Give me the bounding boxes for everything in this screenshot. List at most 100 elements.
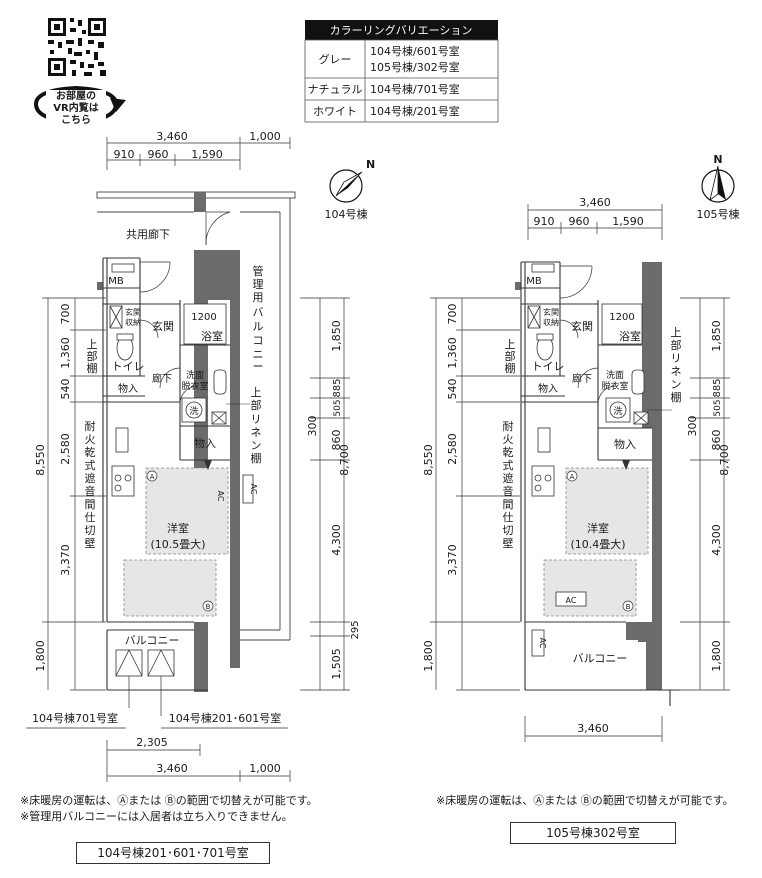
plan-104-label-washroom-2: 脱衣室 <box>181 380 208 392</box>
svg-text:バ: バ <box>253 306 264 319</box>
plan-104-label-upper-shelf-1: 上 <box>87 338 98 351</box>
plan-105-label-unitbath-size: 1200 <box>609 312 634 323</box>
plan-105-label-hallway: 廊下 <box>572 372 592 385</box>
plan-105-floor-heating <box>543 460 649 617</box>
qr-code[interactable] <box>48 18 106 76</box>
plan-104-dim-right-300: 300 <box>306 416 319 437</box>
plan-104-dim-top-part1: 910 <box>114 148 135 161</box>
plan-104-label-bath: 浴室 <box>201 329 223 343</box>
plan-104-label-701: 104号棟701号室 <box>32 711 118 725</box>
plan-104-label-storage-entry-2: 収納 <box>125 317 141 327</box>
plan-105-dim-right-6: 1,800 <box>710 640 723 672</box>
plan-104-label-upper-shelf-3: 棚 <box>87 361 98 375</box>
color-row-natural-name: ナチュラル <box>308 83 363 96</box>
plan-105-label-entry: 玄関 <box>571 319 593 333</box>
svg-text:仕: 仕 <box>85 511 96 524</box>
svg-text:上: 上 <box>671 326 682 339</box>
plan-104-label-balcony: バルコニー <box>125 634 180 647</box>
plan-105-label-closet: 物入 <box>538 382 558 395</box>
plan-104-label-maint-balcony-vertical: 管 理 用 バ ル コ ニ ー <box>253 264 264 373</box>
plan-105-label-western-size: (10.4畳大) <box>570 537 625 551</box>
plan-104-compass <box>329 169 363 203</box>
plan-104-floor-heating <box>123 460 229 617</box>
plan-104-label-western-size: (10.5畳大) <box>150 537 205 551</box>
plan-105-dim-right-5: 4,300 <box>710 524 723 556</box>
plan-105-dim-right-outer: 8,700 <box>718 444 731 476</box>
plan-105-label-toilet: トイレ <box>532 360 565 373</box>
plan-105-label-storage-entry-1: 玄関 <box>543 307 559 317</box>
svg-text:耐: 耐 <box>85 420 96 433</box>
plan-105-label-balcony: バルコニー <box>573 652 628 665</box>
plan-105-dim-right-1: 1,850 <box>710 320 723 352</box>
plan-104-dim-top-total: 3,460 <box>156 130 188 143</box>
plan-105-mark-a: A <box>570 473 575 481</box>
plan-104-dim-right-1: 1,850 <box>330 320 343 352</box>
color-variation-table: カラーリングバリエーション グレー 104号棟/601号室 105号棟/302号… <box>304 20 499 123</box>
svg-text:理: 理 <box>253 278 264 291</box>
plan-104-label-closet2: 物入 <box>194 436 216 450</box>
plan-104-dim-right-5: 4,300 <box>330 524 343 556</box>
plan-105-label-partition-vertical: 耐 火 乾 式 遮 音 間 仕 切 壁 <box>503 420 514 550</box>
plan-104-dim-left-2: 1,360 <box>59 337 72 369</box>
plan-105-compass-n: N <box>713 153 722 166</box>
plan-104-top-dimensions <box>106 137 291 170</box>
svg-text:ネ: ネ <box>251 426 262 439</box>
plan-104-dim-left-3: 540 <box>59 379 72 400</box>
color-table-header: カラーリングバリエーション <box>330 23 473 37</box>
svg-text:式: 式 <box>503 459 514 472</box>
caption-right: 105号棟302号室 <box>510 822 676 844</box>
plan-104-label-washroom-1: 洗面 <box>186 369 204 381</box>
svg-text:リ: リ <box>251 413 262 426</box>
plan-104-bottom-dimensions <box>106 740 291 782</box>
plan-105-label-upper-shelf-1: 上 <box>505 338 516 351</box>
svg-text:壁: 壁 <box>503 536 514 550</box>
svg-text:コ: コ <box>253 334 264 347</box>
plan-105-label-washroom-2: 脱衣室 <box>601 380 628 392</box>
plan-105-dim-top-part2: 960 <box>569 215 590 228</box>
svg-text:乾: 乾 <box>85 446 96 459</box>
plan-104-dim-right-4: 860 <box>330 430 343 451</box>
plan-104-dim-right-2: 885 <box>332 378 343 397</box>
vr-caption-line3: こちら <box>61 114 91 126</box>
plan-104-dim-right-6: 1,505 <box>330 648 343 680</box>
svg-text:音: 音 <box>503 484 514 498</box>
plan-105-label-ac2: AC <box>538 638 547 649</box>
plan-105-dim-right-2: 885 <box>712 378 723 397</box>
plan-105-dim-left-outer: 8,550 <box>422 444 435 476</box>
plan-104-dim-left-6: 1,800 <box>34 640 47 672</box>
plan-105-doors <box>559 265 617 405</box>
svg-text:リ: リ <box>671 352 682 365</box>
svg-text:ン: ン <box>671 378 682 391</box>
svg-text:間: 間 <box>85 498 96 511</box>
color-row-gray-name: グレー <box>319 52 352 66</box>
svg-text:式: 式 <box>85 459 96 472</box>
plan-104-label-201-601: 104号棟201･601号室 <box>169 711 282 725</box>
plan-104-dim-bottom-total: 3,460 <box>156 762 188 775</box>
plan-104-dim-top-extra: 1,000 <box>249 130 281 143</box>
plan-105-label-bath: 浴室 <box>619 329 641 343</box>
svg-text:乾: 乾 <box>503 446 514 459</box>
plan-105-left-dimensions <box>430 297 520 691</box>
plan-105-compass <box>701 165 735 203</box>
plan-105-label-washer: 洗 <box>613 405 622 417</box>
svg-text:遮: 遮 <box>85 471 96 485</box>
plan-104-dim-left-1: 700 <box>59 304 72 325</box>
plan-104-dim-left-5: 3,370 <box>59 544 72 576</box>
plan-104-label-unitbath-size: 1200 <box>191 312 216 323</box>
plan-105-label-western: 洋室 <box>587 521 609 535</box>
svg-text:火: 火 <box>503 433 514 446</box>
plan-105-right-dimensions <box>680 297 730 691</box>
svg-text:上: 上 <box>251 386 262 399</box>
caption-left: 104号棟201･601･701号室 <box>76 842 270 864</box>
plan-105-label-storage-entry-2: 収納 <box>543 317 559 327</box>
color-row-white-value: 104号棟/201号室 <box>370 104 460 118</box>
plan-105-mark-b: B <box>626 603 631 611</box>
plan-104-label-western: 洋室 <box>167 521 189 535</box>
svg-text:ネ: ネ <box>671 365 682 378</box>
note-left-2: ※管理用バルコニーには入居者は立ち入りできません。 <box>20 810 293 823</box>
svg-text:遮: 遮 <box>503 471 514 485</box>
plan-104-dim-right-3: 505 <box>333 399 343 416</box>
vr-tour-badge[interactable]: お部屋の VR内覧は こちら <box>34 85 126 130</box>
color-row-white-name: ホワイト <box>313 105 357 118</box>
